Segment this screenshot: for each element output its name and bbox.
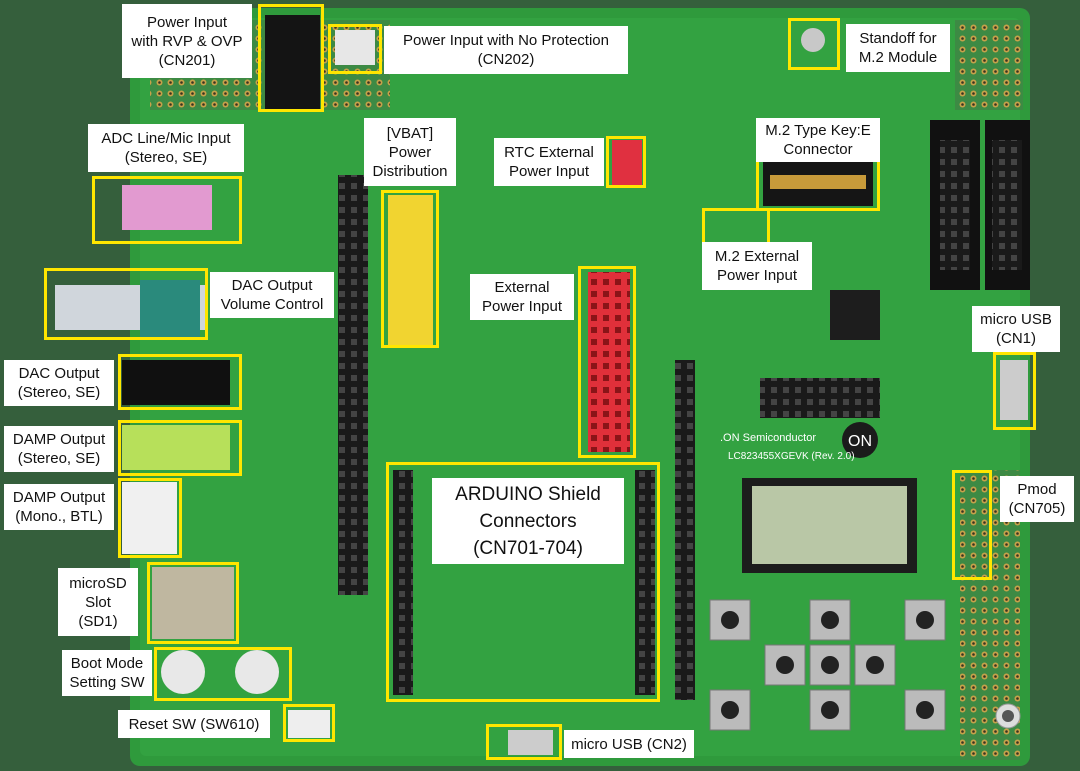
brand-silkscreen: .ON Semiconductor (720, 432, 816, 444)
highlight-damp-mono (118, 478, 182, 558)
highlight-damp-stereo (118, 420, 242, 476)
highlight-arduino (386, 462, 660, 702)
label-micro-usb-cn1: micro USB (CN1) (972, 306, 1060, 352)
label-microsd: microSD Slot (SD1) (58, 568, 138, 636)
label-m2-connector: M.2 Type Key:E Connector (756, 118, 880, 162)
label-power-no-protection: Power Input with No Protection (CN202) (384, 26, 628, 74)
highlight-vbat (381, 190, 439, 348)
highlight-cn201 (258, 4, 324, 112)
board-id-silkscreen: LC823455XGEVK (Rev. 2.0) (728, 451, 855, 462)
label-rtc-external: RTC External Power Input (494, 138, 604, 186)
highlight-cn202 (328, 24, 382, 74)
label-dac-output: DAC Output (Stereo, SE) (4, 360, 114, 406)
label-dac-volume: DAC Output Volume Control (210, 272, 334, 318)
label-reset-sw: Reset SW (SW610) (118, 710, 270, 738)
label-boot-mode: Boot Mode Setting SW (62, 650, 152, 696)
highlight-dac-volume (44, 268, 208, 340)
highlight-microsd (147, 562, 239, 644)
highlight-reset (283, 704, 335, 742)
highlight-pmod (952, 470, 992, 580)
highlight-m2-connector (756, 157, 880, 211)
highlight-dac-output (118, 354, 242, 410)
label-micro-usb-cn2: micro USB (CN2) (564, 730, 694, 758)
label-pmod: Pmod (CN705) (1000, 476, 1074, 522)
highlight-micro-usb-cn2 (486, 724, 562, 760)
highlight-boot-mode (154, 647, 292, 701)
label-damp-mono: DAMP Output (Mono., BTL) (4, 484, 114, 530)
label-vbat: [VBAT] Power Distribution (364, 118, 456, 186)
on-logo: ON (848, 433, 872, 450)
label-standoff: Standoff for M.2 Module (846, 24, 950, 72)
highlight-adc-input (92, 176, 242, 244)
label-arduino: ARDUINO Shield Connectors (CN701-704) (432, 478, 624, 564)
highlight-standoff (788, 18, 840, 70)
highlight-rtc (606, 136, 646, 188)
highlight-micro-usb-cn1 (993, 352, 1036, 430)
label-external-power: External Power Input (470, 274, 574, 320)
highlight-external-power (578, 266, 636, 458)
label-adc-input: ADC Line/Mic Input (Stereo, SE) (88, 124, 244, 172)
label-damp-stereo: DAMP Output (Stereo, SE) (4, 426, 114, 472)
label-power-rvp-ovp: Power Input with RVP & OVP (CN201) (122, 4, 252, 78)
label-m2-external: M.2 External Power Input (702, 242, 812, 290)
